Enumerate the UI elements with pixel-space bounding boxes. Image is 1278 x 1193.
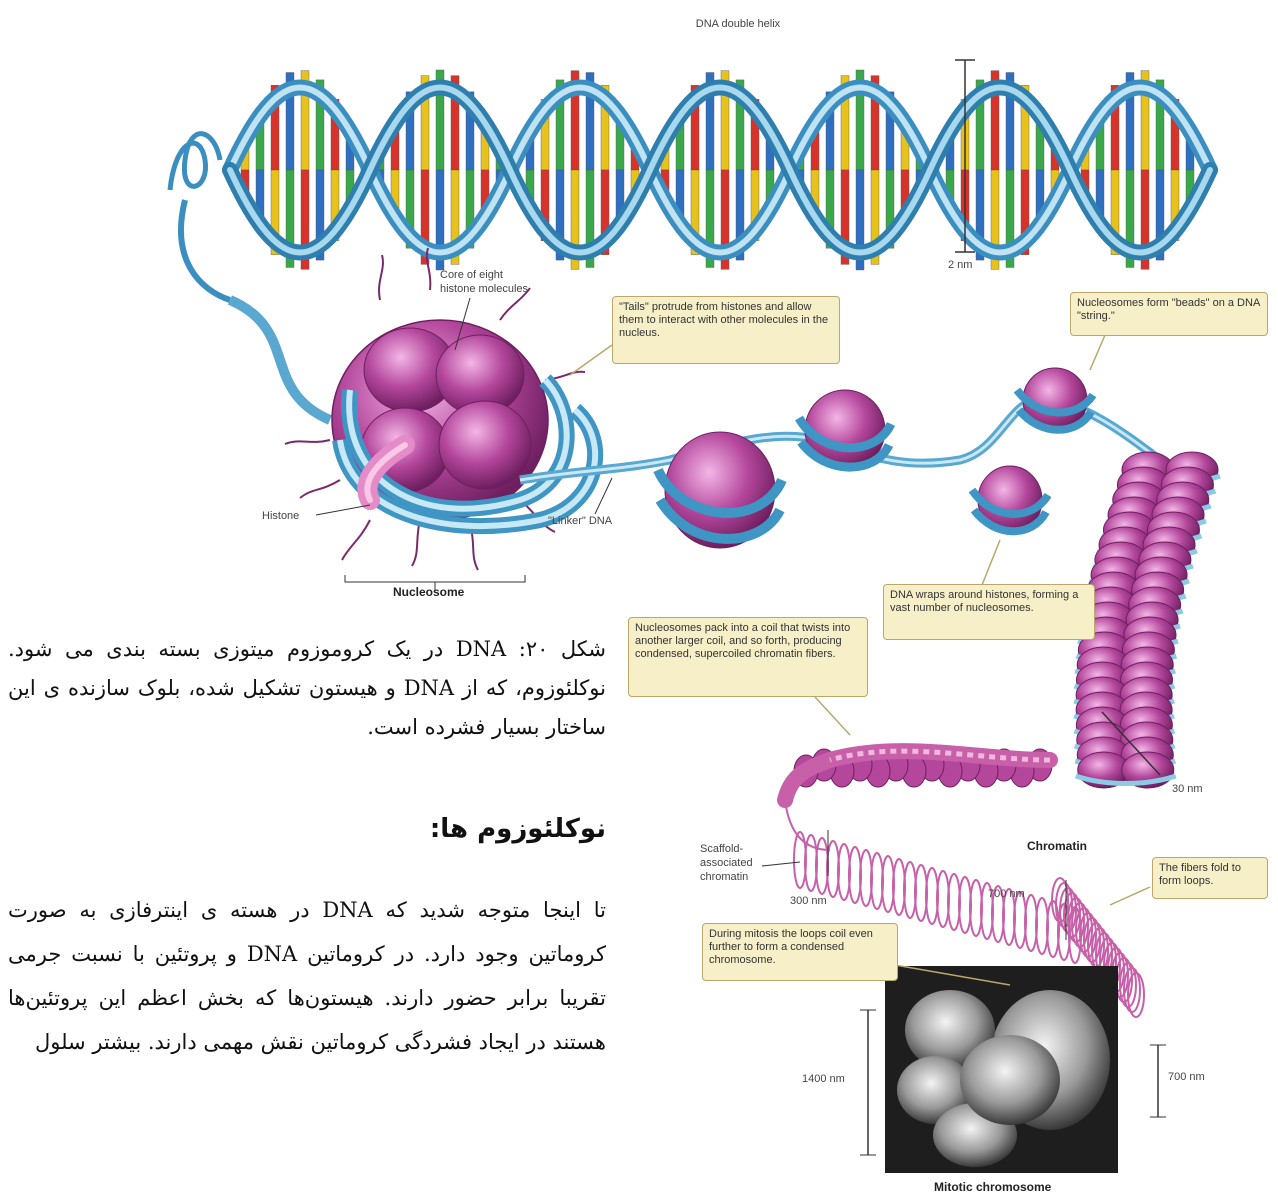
label-300nm: 300 nm [790, 895, 827, 907]
callout-tails: "Tails" protrude from histones and allow… [612, 296, 840, 364]
figure-caption: شکل ۲۰: DNA در یک کروموزوم میتوزی بسته ب… [8, 630, 606, 747]
label-histone: Histone [262, 510, 299, 522]
svg-text:associated: associated [700, 857, 753, 869]
histone-pointer [316, 505, 370, 515]
svg-text:Scaffold-: Scaffold- [700, 843, 744, 855]
section-heading: نوکلئوزوم ها: [430, 814, 606, 844]
label-nucleosome: Nucleosome [393, 585, 465, 599]
dimension-700nm [1150, 1045, 1166, 1117]
dimension-1400nm [860, 1010, 876, 1155]
label-dna-double-helix: DNA double helix [696, 18, 781, 30]
body-paragraph: تا اینجا متوجه شدید که DNA در هسته ی این… [8, 888, 606, 1064]
label-30nm: 30 nm [1172, 783, 1203, 795]
svg-text:chromatin: chromatin [700, 871, 748, 883]
svg-text:histone molecules: histone molecules [440, 283, 529, 295]
label-chromatin: Chromatin [1027, 839, 1087, 853]
callout-fold: The fibers fold to form loops. [1152, 857, 1268, 899]
callout-wraps: DNA wraps around histones, forming a vas… [883, 584, 1095, 640]
bead-nucleosomes [658, 368, 1093, 548]
callout-beads: Nucleosomes form "beads" on a DNA "strin… [1070, 292, 1268, 336]
label-mitotic-chromosome: Mitotic chromosome [934, 1180, 1052, 1193]
callout-mitosis: During mitosis the loops coil even furth… [702, 923, 898, 981]
label-700nm: 700 nm [1168, 1071, 1205, 1083]
label-scaffold: Scaffold- associated chromatin [700, 843, 800, 883]
label-2nm: 2 nm [948, 259, 972, 271]
callout-coil: Nucleosomes pack into a coil that twists… [628, 617, 868, 697]
svg-text:Core of eight: Core of eight [440, 269, 503, 281]
mitotic-chromosome-micrograph [885, 966, 1118, 1173]
label-1400nm: 1400 nm [802, 1073, 845, 1085]
dna-strand-to-nucleosome [230, 300, 330, 420]
label-700nm-loops: 700 nm [988, 888, 1025, 900]
dna-double-helix [170, 70, 1210, 300]
label-linker-dna: "Linker" DNA [548, 515, 613, 527]
